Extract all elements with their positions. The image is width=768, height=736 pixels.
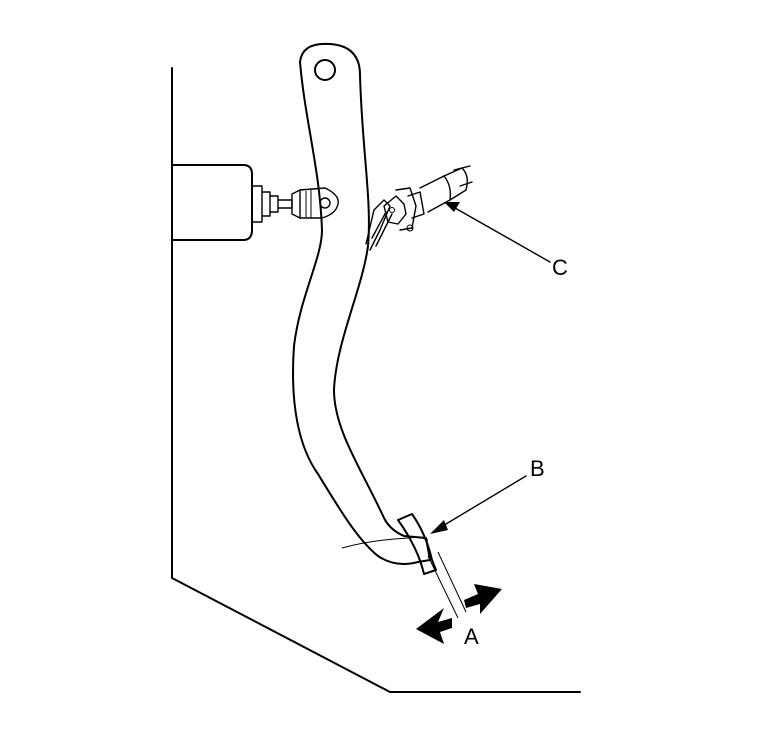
label-c: C <box>552 255 568 280</box>
push-rod-clevis <box>277 187 339 219</box>
measurement-lines <box>427 551 467 619</box>
label-a: A <box>464 624 479 649</box>
brake-switch <box>383 165 473 232</box>
floor-outline <box>171 67 581 693</box>
arrow-a-right <box>464 584 502 614</box>
leader-c <box>444 202 551 263</box>
pivot-hole <box>314 59 336 81</box>
pedal-pad <box>341 513 437 575</box>
pedal-arm <box>292 42 431 565</box>
switch-bracket <box>365 199 393 251</box>
booster-body <box>171 164 279 241</box>
leader-b <box>430 475 527 534</box>
arrow-a-left <box>416 608 452 644</box>
label-b: B <box>530 456 545 481</box>
